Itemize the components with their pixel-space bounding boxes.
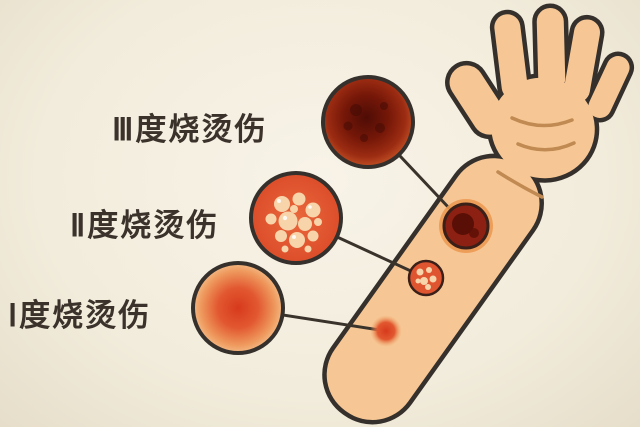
arm-burn-spot-degree-3: [439, 199, 493, 253]
burn-detail-circle-degree-1: [191, 261, 285, 355]
label-degree-2: Ⅱ度烧烫伤: [70, 208, 220, 243]
label-degree-1: Ⅰ度烧烫伤: [8, 298, 152, 333]
burn-detail-circle-degree-3: [321, 75, 415, 169]
burn-detail-circle-degree-2: [249, 171, 343, 265]
arm-burn-spot-degree-1: [370, 315, 402, 347]
label-degree-3: Ⅲ度烧烫伤: [112, 112, 268, 147]
palm-crease: [510, 116, 574, 128]
wrist-crease: [496, 170, 544, 199]
arm-illustration: [309, 8, 633, 427]
palm-crease: [516, 141, 576, 152]
arm-burn-spot-degree-2: [407, 259, 445, 297]
